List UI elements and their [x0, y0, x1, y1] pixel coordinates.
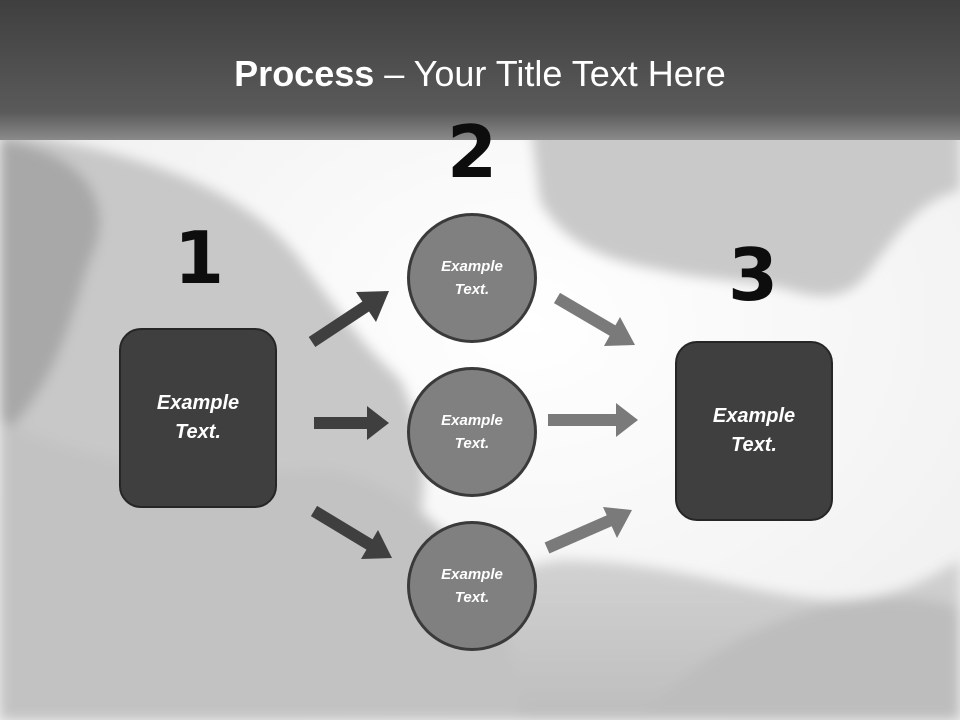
arrow-bottom-to-3 [544, 507, 632, 554]
arrow-middle-to-3 [548, 403, 638, 437]
arrow-top-to-3 [553, 292, 635, 346]
step-2-circle-bottom: Example Text. [407, 521, 537, 651]
arrow-1-to-bottom [310, 505, 392, 559]
step-2-circle-middle-label: Example Text. [441, 412, 503, 452]
step-3-number: 3 [727, 233, 779, 317]
step-1-box: Example Text. [119, 328, 277, 508]
arrow-1-to-top [308, 291, 389, 348]
step-1-label: Example Text. [156, 392, 240, 443]
arrow-1-to-middle [314, 406, 389, 440]
step-3-label: Example Text. [712, 405, 796, 456]
step-1-number: 1 [173, 216, 225, 300]
title-rest: – Your Title Text Here [374, 53, 726, 94]
step-2-circle-middle: Example Text. [407, 367, 537, 497]
step-2-number: 2 [446, 110, 498, 194]
title-bold: Process [234, 53, 375, 94]
step-3-box: Example Text. [675, 341, 833, 521]
slide-title: Process – Your Title Text Here [0, 52, 960, 96]
step-2-circle-bottom-label: Example Text. [441, 566, 503, 606]
step-2-circle-top: Example Text. [407, 213, 537, 343]
step-2-circle-top-label: Example Text. [441, 258, 503, 298]
